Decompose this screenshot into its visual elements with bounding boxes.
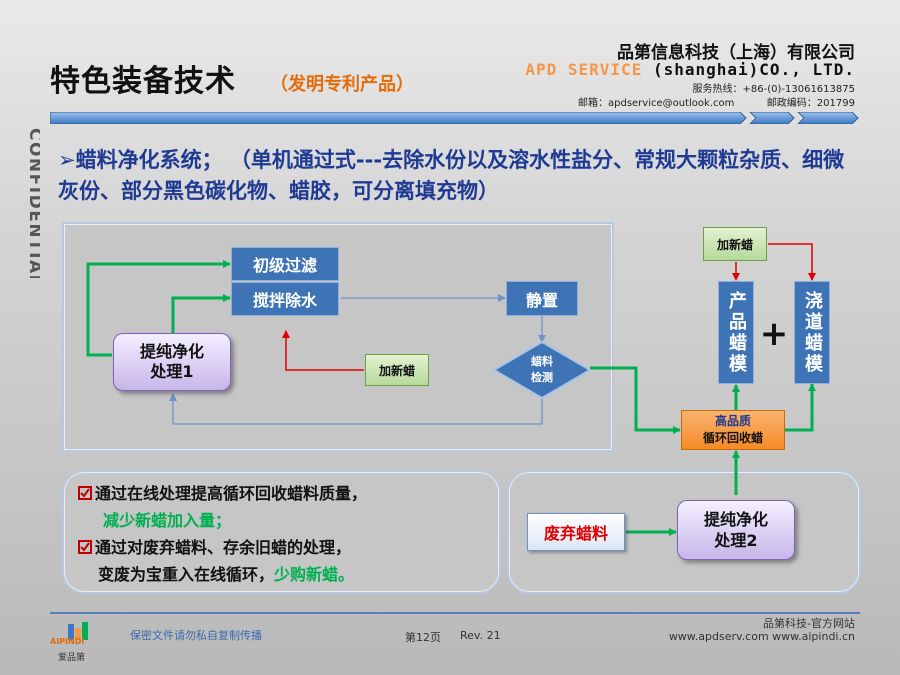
confidential-watermark: CONFIDENTIAL — [25, 128, 40, 278]
aipindi-logo: AIPINDI 爱品第 — [48, 620, 108, 663]
purify-1-line2: 处理1 — [150, 362, 194, 381]
company-brand: APD SERVICE — [525, 60, 643, 79]
purify-2-line2: 处理2 — [714, 531, 758, 550]
header-arrow-bar — [50, 112, 859, 124]
svg-text:CONFIDENTIAL: CONFIDENTIAL — [25, 128, 40, 278]
gate-wax-mold-box: 浇道蜡模 — [794, 281, 830, 384]
benefit-notes: 通过在线处理提高循环回收蜡料质量， 减少新蜡加入量； 通过对废弃蜡料、存余旧蜡的… — [78, 480, 493, 588]
waste-wax-box: 废弃蜡料 — [527, 513, 625, 551]
note-item-1-line2: 减少新蜡加入量； — [103, 511, 232, 530]
note-item-1-cont: 减少新蜡加入量； — [78, 507, 493, 534]
recycled-wax-box: 高品质循环回收蜡 — [681, 410, 785, 450]
company-name-cn: 品第信息科技（上海）有限公司 — [617, 43, 855, 63]
official-site-label: 品第科技-官方网站 — [763, 617, 855, 630]
initial-filter-box: 初级过滤 — [231, 247, 339, 281]
page-number: 第12页 — [405, 631, 441, 644]
purify-1-box: 提纯净化处理1 — [113, 333, 231, 391]
recycled-wax-line2: 循环回收蜡 — [702, 431, 763, 445]
notes-panel — [62, 470, 501, 594]
company-name-en: APD SERVICE (shanghai)CO., LTD. — [525, 60, 855, 79]
page-title: 特色装备技术 — [50, 64, 236, 99]
note-item-2-line1: 通过对废弃蜡料、存余旧蜡的处理， — [95, 538, 352, 557]
service-hotline: 服务热线：+86-(0)-13061613875 — [692, 84, 855, 95]
page-subtitle: （发明专利产品） — [270, 74, 414, 95]
product-wax-mold-box: 产品蜡模 — [718, 281, 754, 384]
standing-box: 静置 — [506, 281, 578, 316]
checkbox-icon — [78, 540, 92, 554]
note-item-2-line2a: 变废为宝重入在线循环， — [98, 565, 275, 584]
bullet-arrow-icon: ➢ — [58, 148, 76, 172]
stir-dewater-box: 搅拌除水 — [231, 282, 339, 316]
note-item-2-line2b: 少购新蜡。 — [274, 565, 355, 584]
note-item-2-cont: 变废为宝重入在线循环，少购新蜡。 — [78, 561, 493, 588]
aipindi-logo-icon: AIPINDI — [50, 622, 88, 646]
official-site-urls: www.apdserv.com www.aipindi.cn — [668, 630, 855, 643]
logo-subtext: 爱品第 — [58, 653, 86, 663]
purify-1-line1: 提纯净化 — [139, 342, 204, 361]
revision: Rev. 21 — [460, 629, 501, 642]
postal-code: 邮政编码：201799 — [766, 98, 855, 109]
checkbox-icon — [78, 486, 92, 500]
contact-email: 邮箱：apdservice@outlook.com — [578, 98, 735, 109]
note-item-1-line1: 通过在线处理提高循环回收蜡料质量， — [95, 484, 368, 503]
recycled-wax-line1: 高品质 — [714, 414, 751, 428]
purify-2-box: 提纯净化处理2 — [677, 500, 795, 560]
footer-confidential-note: 保密文件请勿私自复制传播 — [130, 629, 262, 642]
note-item-2: 通过对废弃蜡料、存余旧蜡的处理， — [78, 534, 493, 561]
wax-detect-line1: 蜡料 — [531, 355, 553, 368]
company-name-en-rest: (shanghai)CO., LTD. — [652, 60, 855, 79]
wax-detect-line2: 检测 — [531, 371, 553, 384]
wax-detect-label: 蜡料检测 — [510, 352, 574, 388]
note-item-1: 通过在线处理提高循环回收蜡料质量， — [78, 480, 493, 507]
svg-text:AIPINDI: AIPINDI — [50, 637, 84, 646]
section-headline: ➢蜡料净化系统； （单机通过式---去除水份以及溶水性盐分、常规大颗粒杂质、细微… — [58, 145, 858, 207]
footer-divider — [50, 612, 860, 614]
headline-main: 蜡料净化系统； — [75, 148, 223, 172]
add-new-wax-left: 加新蜡 — [365, 354, 429, 386]
add-new-wax-top: 加新蜡 — [703, 227, 767, 261]
purify-2-line1: 提纯净化 — [703, 510, 768, 529]
headline-detail: （单机通过式---去除水份以及溶水性盐分、常规大颗粒杂质、细微灰份、部分黑色碳化… — [58, 148, 845, 203]
plus-sign: + — [759, 314, 789, 354]
